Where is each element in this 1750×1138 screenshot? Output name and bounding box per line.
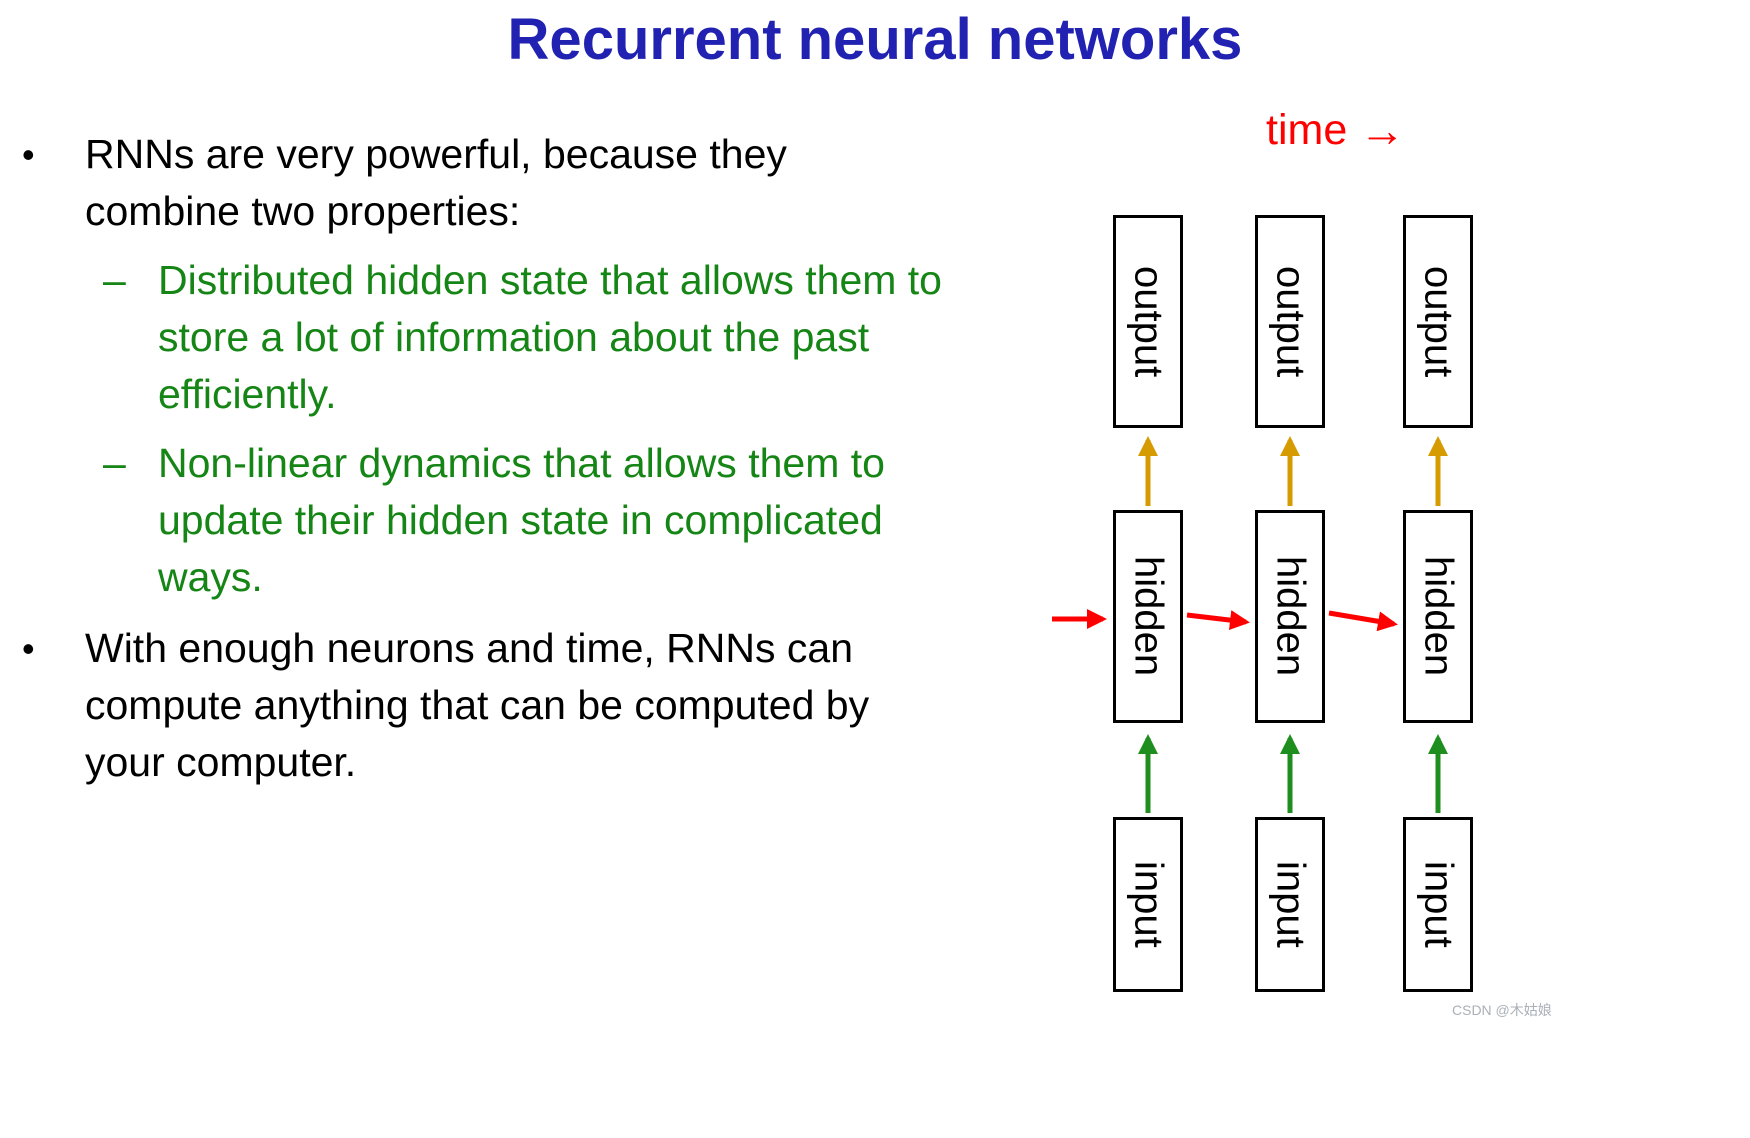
hidden-label: hidden: [1416, 556, 1461, 677]
time-label: time →: [1266, 103, 1405, 157]
bullet-text-2: With enough neurons and time, RNNs can c…: [85, 625, 870, 785]
input-box-1: input: [1113, 817, 1183, 992]
time-label-text: time: [1266, 105, 1348, 154]
sub-bullet-text-1: Distributed hidden state that allows the…: [158, 257, 942, 417]
recurrent-arrow-1-2: [1186, 610, 1250, 631]
bullet-marker: •: [22, 134, 35, 175]
input-box-3: input: [1403, 817, 1473, 992]
page-title: Recurrent neural networks: [507, 7, 1243, 72]
watermark: CSDN @木姑娘: [1452, 1002, 1552, 1018]
output-box-1: output: [1113, 215, 1183, 428]
hidden-box-2: hidden: [1255, 510, 1325, 723]
sub-bullet-1: – Distributed hidden state that allows t…: [22, 252, 962, 423]
output-box-2: output: [1255, 215, 1325, 428]
input-box-2: input: [1255, 817, 1325, 992]
bullet-list: • RNNs are very powerful, because they c…: [22, 126, 962, 791]
time-arrow-icon: →: [1359, 104, 1406, 156]
input-label: input: [1268, 861, 1313, 948]
bullet-marker: •: [22, 628, 35, 669]
sub-bullet-2: – Non-linear dynamics that allows them t…: [22, 435, 962, 606]
dash-marker: –: [103, 257, 126, 303]
sub-bullet-text-2: Non-linear dynamics that allows them to …: [158, 440, 885, 600]
bullet-text-1: RNNs are very powerful, because they com…: [85, 131, 787, 234]
output-label: output: [1416, 265, 1461, 378]
output-label: output: [1126, 265, 1171, 378]
input-label: input: [1126, 861, 1171, 948]
bullet-item-1: • RNNs are very powerful, because they c…: [22, 126, 962, 240]
hidden-label: hidden: [1268, 556, 1313, 677]
bullet-item-2: • With enough neurons and time, RNNs can…: [22, 620, 962, 791]
recurrent-arrow-2-3: [1328, 610, 1398, 632]
hidden-box-3: hidden: [1403, 510, 1473, 723]
output-box-3: output: [1403, 215, 1473, 428]
hidden-label: hidden: [1126, 556, 1171, 677]
dash-marker: –: [103, 440, 126, 486]
input-label: input: [1416, 861, 1461, 948]
hidden-box-1: hidden: [1113, 510, 1183, 723]
output-label: output: [1268, 265, 1313, 378]
